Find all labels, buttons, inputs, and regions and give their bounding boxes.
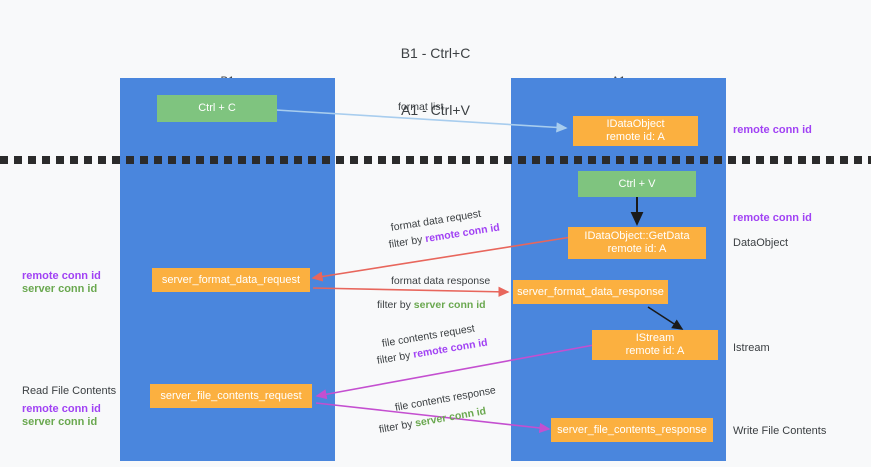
side-label-left-server-conn-id-2: server conn id bbox=[22, 416, 98, 428]
side-label-left-remote-conn-id-2: remote conn id bbox=[22, 403, 101, 415]
box-ctrl-c[interactable]: Ctrl + C bbox=[157, 95, 277, 122]
page-title-line1: B1 - Ctrl+C bbox=[400, 45, 471, 61]
filter-prefix: filter by bbox=[376, 348, 415, 367]
box-server-format-data-request[interactable]: server_format_data_request bbox=[152, 268, 310, 292]
filter-value: server conn id bbox=[413, 299, 486, 311]
side-label-remote-conn-id-mid: remote conn id bbox=[733, 212, 812, 224]
connector-label-format-data-response-filter: filter by server conn id bbox=[377, 299, 486, 312]
side-label-left-remote-conn-id: remote conn id bbox=[22, 270, 101, 282]
side-label-istream: Istream bbox=[733, 342, 770, 354]
filter-prefix: filter by bbox=[388, 233, 427, 251]
connector-label-format-data-response: format data response bbox=[391, 275, 491, 287]
connector-label-file-contents-response-filter: filter by server conn id bbox=[378, 405, 487, 437]
box-ctrl-v[interactable]: Ctrl + V bbox=[578, 171, 696, 197]
box-server-file-contents-request[interactable]: server_file_contents_request bbox=[150, 384, 312, 408]
box-istream[interactable]: IStream remote id: A bbox=[592, 330, 718, 360]
filter-prefix: filter by bbox=[378, 417, 417, 436]
connector-label-format-list: format list bbox=[398, 101, 444, 113]
box-server-format-data-response[interactable]: server_format_data_response bbox=[513, 280, 668, 304]
phase-divider bbox=[0, 156, 871, 164]
filter-prefix: filter by bbox=[377, 299, 414, 311]
side-label-dataobject: DataObject bbox=[733, 237, 789, 249]
box-idataobject[interactable]: IDataObject remote id: A bbox=[573, 116, 698, 146]
side-label-remote-conn-id-top: remote conn id bbox=[733, 124, 812, 136]
side-label-left-server-conn-id: server conn id bbox=[22, 283, 98, 295]
box-idataobject-getdata[interactable]: IDataObject::GetData remote id: A bbox=[568, 227, 706, 259]
side-label-read-file-contents: Read File Contents bbox=[22, 385, 117, 397]
box-server-file-contents-response[interactable]: server_file_contents_response bbox=[551, 418, 713, 442]
side-label-write-file-contents: Write File Contents bbox=[733, 425, 827, 437]
